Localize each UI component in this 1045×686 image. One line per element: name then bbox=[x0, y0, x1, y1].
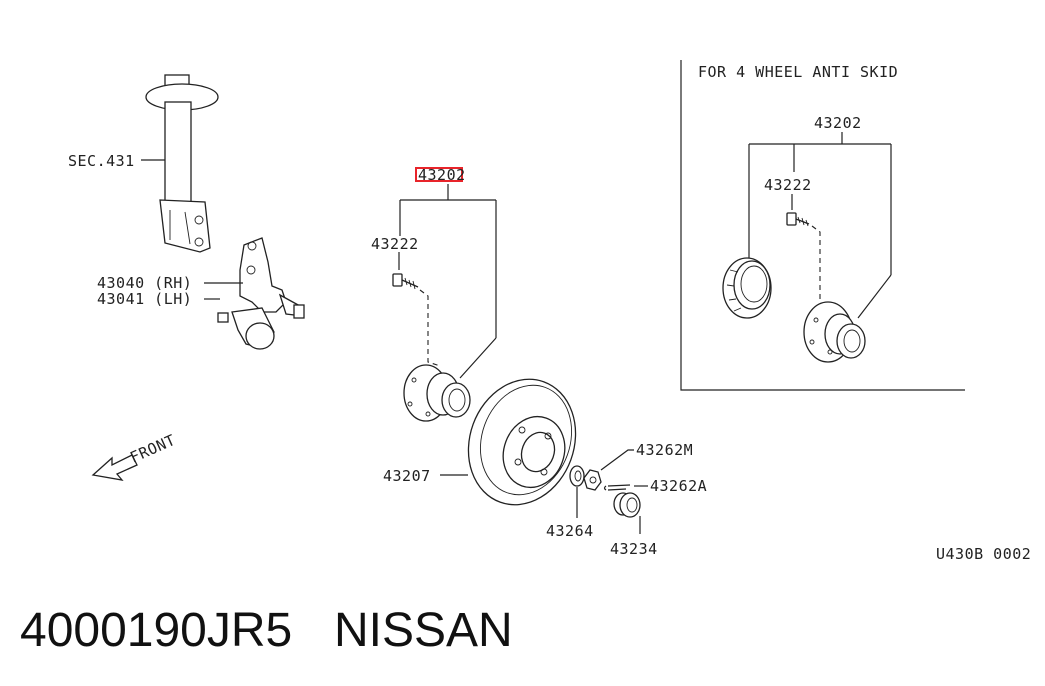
inset-hub-label[interactable]: 43202 bbox=[814, 114, 862, 132]
knuckle-lh-label[interactable]: 43041 (LH) bbox=[97, 290, 192, 308]
knuckle-rh-label[interactable]: 43040 (RH) bbox=[97, 274, 192, 292]
washer bbox=[569, 465, 585, 487]
cap-label[interactable]: 43234 bbox=[610, 540, 658, 558]
hub-cap bbox=[613, 492, 641, 518]
wheel-hub-assembly bbox=[403, 364, 471, 422]
highlight-box bbox=[415, 167, 463, 182]
hub-nut bbox=[583, 469, 602, 491]
anti-skid-inset: FOR 4 WHEEL ANTI SKID 43202 43222 bbox=[680, 60, 965, 391]
inset-hub-bolt bbox=[786, 212, 810, 227]
front-label: FRONT bbox=[127, 431, 178, 467]
brake-rotor bbox=[467, 378, 577, 506]
steering-knuckle bbox=[217, 237, 305, 350]
diagram-code: U430B 0002 bbox=[936, 545, 1031, 563]
bolt-main-label[interactable]: 43222 bbox=[371, 235, 419, 253]
rotor-label[interactable]: 43207 bbox=[383, 467, 431, 485]
inset-hub-assembly bbox=[803, 301, 866, 363]
cotter-pin bbox=[603, 484, 631, 491]
brand-name: NISSAN bbox=[334, 604, 513, 657]
part-number: 4000190JR5 bbox=[20, 604, 292, 657]
hub-bolt bbox=[392, 273, 419, 290]
nut-label[interactable]: 43262M bbox=[636, 441, 693, 459]
sec-431-label[interactable]: SEC.431 bbox=[68, 152, 135, 170]
hub-main-label[interactable]: 43202 bbox=[418, 166, 466, 184]
anti-skid-title: FOR 4 WHEEL ANTI SKID bbox=[698, 63, 898, 81]
cotter-pin-label[interactable]: 43262A bbox=[650, 477, 707, 495]
front-arrow: FRONT bbox=[91, 431, 178, 481]
inset-bolt-label[interactable]: 43222 bbox=[764, 176, 812, 194]
inset-sensor-ring bbox=[722, 257, 772, 319]
washer-label[interactable]: 43264 bbox=[546, 522, 594, 540]
strut-assembly bbox=[145, 74, 219, 253]
